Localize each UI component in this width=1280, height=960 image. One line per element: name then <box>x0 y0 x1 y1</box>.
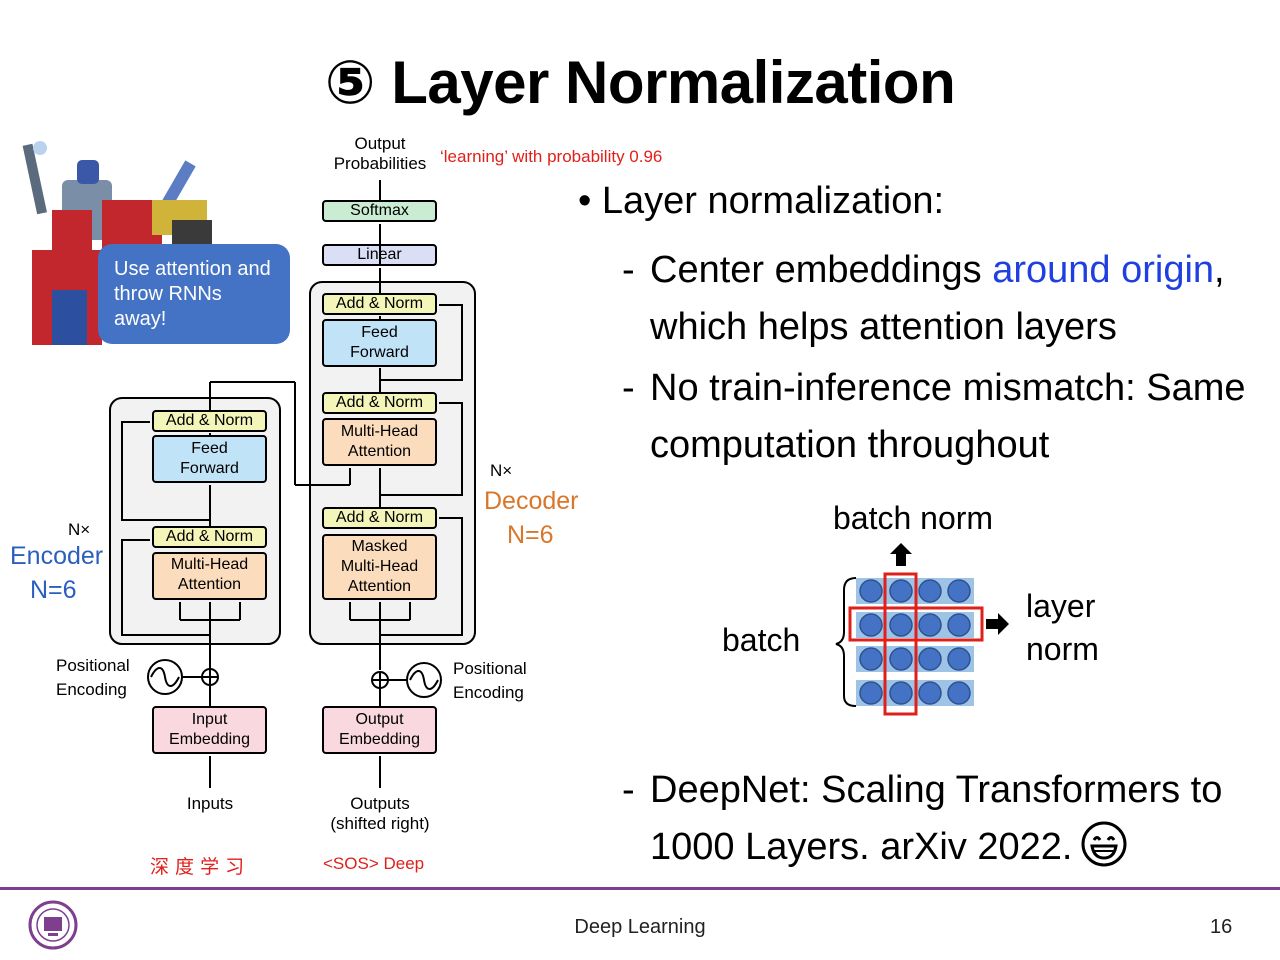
university-logo <box>28 900 78 950</box>
dec-add-norm-3: Add & Norm <box>335 295 424 312</box>
bullet-dot: • <box>578 180 592 222</box>
masked-line2: Multi-Head <box>340 558 419 575</box>
layer-norm-label: layer norm <box>1026 585 1099 671</box>
dash-2: - <box>622 367 635 409</box>
transformer-diagram: Output Probabilities ‘learning’ with pro… <box>0 130 662 880</box>
bullet-layer-norm: • Layer normalization: <box>578 180 944 223</box>
enc-ff-line1: Feed <box>191 440 228 457</box>
outputs-line1: Outputs <box>350 794 410 813</box>
encoder-n6: N=6 <box>30 576 77 604</box>
bullet-main-text: Layer normalization: <box>601 180 945 222</box>
sub3-line2: 1000 Layers. arXiv 2022. <box>650 826 1073 868</box>
dash-1: - <box>622 249 635 291</box>
decoder-nx: N× <box>490 461 513 480</box>
decoder-label: Decoder <box>484 487 579 515</box>
softmax-block: Softmax <box>350 202 409 219</box>
grinning-face-icon <box>1080 820 1128 868</box>
sub-bullet-mismatch: - No train-inference mismatch: Same comp… <box>622 360 1262 474</box>
batch-label: batch <box>722 622 801 658</box>
batch-norm-label: batch norm <box>833 500 994 536</box>
sub-bullet-deepnet: - DeepNet: Scaling Transformers to 1000 … <box>622 762 1262 876</box>
dec-ff-line2: Forward <box>350 344 409 361</box>
slide-title: ⑤ Layer Normalization <box>324 49 956 116</box>
dec-mha-line2: Attention <box>347 443 412 460</box>
layer-norm-line2: norm <box>1026 631 1099 667</box>
enc-add-norm-1: Add & Norm <box>165 528 254 545</box>
enc-pos-line2: Encoding <box>56 680 127 699</box>
output-probabilities-line2: Probabilities <box>333 154 427 173</box>
layer-norm-line1: layer <box>1026 588 1096 624</box>
input-emb-line1: Input <box>191 711 228 728</box>
outputs-label: Outputs(shifted right) <box>310 794 450 834</box>
dec-ff-line1: Feed <box>361 324 398 341</box>
chinese-target: 深 度 学 习 <box>150 856 245 878</box>
enc-pos-line1: Positional <box>56 656 130 675</box>
sub3-line1: DeepNet: Scaling Transformers to <box>650 769 1223 811</box>
speech-bubble: Use attention and throw RNNs away! <box>98 244 290 344</box>
footer-divider <box>0 887 1280 890</box>
enc-add-norm-2: Add & Norm <box>165 412 254 429</box>
encoder-nx: N× <box>68 520 91 539</box>
page-number: 16 <box>1210 916 1233 938</box>
dec-add-norm-1: Add & Norm <box>335 509 424 526</box>
dec-pos-line2: Encoding <box>453 683 524 702</box>
dec-mha-line1: Multi-Head <box>340 423 419 440</box>
output-emb-line1: Output <box>355 711 404 728</box>
sub2-line2: computation throughout <box>650 424 1050 466</box>
output-emb-line2: Embedding <box>339 731 420 748</box>
sos-input: <SOS> Deep <box>323 854 425 873</box>
masked-line3: Attention <box>347 578 412 595</box>
dec-add-norm-2: Add & Norm <box>335 394 424 411</box>
enc-mha-line1: Multi-Head <box>170 556 249 573</box>
outputs-line2: (shifted right) <box>330 814 430 833</box>
sub2-line1: No train-inference mismatch: Same <box>650 367 1246 409</box>
sub1-text-a: Center embeddings <box>650 249 993 291</box>
dash-3: - <box>622 769 635 811</box>
norm-grid-figure <box>830 540 1020 720</box>
dec-pos-line1: Positional <box>453 659 527 678</box>
footer-course: Deep Learning <box>574 916 706 938</box>
encoder-label: Encoder <box>10 542 104 570</box>
enc-ff-line2: Forward <box>180 460 239 477</box>
sub-bullet-center: - Center embeddings around origin, which… <box>622 242 1262 356</box>
sub1-highlight: around origin <box>992 249 1215 291</box>
probability-annotation: ‘learning’ with probability 0.96 <box>440 147 663 166</box>
enc-mha-line2: Attention <box>177 576 242 593</box>
output-probabilities-line1: Output <box>354 134 406 153</box>
input-emb-line2: Embedding <box>169 731 250 748</box>
decoder-n6: N=6 <box>507 521 554 549</box>
linear-block: Linear <box>357 246 402 263</box>
masked-line1: Masked <box>351 538 408 555</box>
inputs-label: Inputs <box>186 794 234 813</box>
sub1-line2: which helps attention layers <box>650 306 1117 348</box>
sub1-text-c: , <box>1214 249 1225 291</box>
